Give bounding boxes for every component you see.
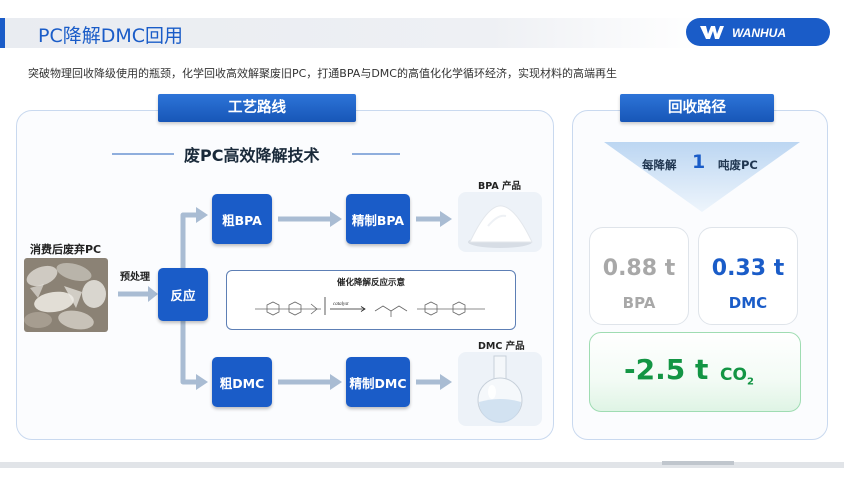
title-line-right — [352, 153, 400, 155]
crude-dmc-box: 粗DMC — [212, 357, 272, 407]
tech-title: 废PC高效降解技术 — [184, 146, 320, 165]
co2-card: -2.5 t CO2 — [589, 332, 801, 412]
bpa-value: 0.88 t — [602, 256, 676, 281]
bpa-product-label: BPA 产品 — [478, 181, 521, 192]
dmc-value: 0.33 t — [711, 256, 785, 281]
arrow-to-crude-dmc — [180, 321, 198, 385]
refined-bpa-box: 精制BPA — [346, 194, 410, 244]
dmc-stat-card: 0.33 t DMC — [698, 227, 798, 325]
bpa-stat-label: BPA — [622, 294, 656, 312]
co2-value: -2.5 t — [624, 353, 709, 386]
reaction-scheme-drawing: catalyst — [255, 297, 485, 317]
refined-dmc-box: 精制DMC — [346, 357, 410, 407]
waste-pc-photo — [24, 258, 108, 332]
process-section-tag: 工艺路线 — [158, 94, 356, 122]
bpa-powder-icon — [468, 205, 533, 248]
reaction-scheme-box: 催化降解反应示意 catalyst — [226, 270, 516, 330]
dmc-product-label: DMC 产品 — [478, 341, 525, 352]
bpa-product-image — [458, 192, 542, 252]
recovery-banner — [604, 142, 800, 212]
banner-prefix: 每降解 — [642, 158, 677, 172]
arrow-to-crude-bpa — [180, 212, 198, 268]
pretreat-label: 预处理 — [120, 272, 150, 283]
footer-accent — [662, 461, 734, 465]
reaction-scheme-title: 催化降解反应示意 — [336, 278, 405, 288]
source-label: 消费后废弃PC — [30, 243, 102, 256]
bpa-stat-card: 0.88 t BPA — [589, 227, 689, 325]
reaction-box: 反应 — [158, 268, 208, 321]
footer-bar — [0, 462, 844, 468]
co2-unit-text: CO — [720, 365, 747, 385]
co2-unit: CO2 — [720, 365, 754, 387]
co2-unit-subscript: 2 — [746, 376, 754, 388]
catalyst-label: catalyst — [333, 302, 349, 307]
title-line-left — [112, 153, 174, 155]
wanhua-logo: WANHUA — [686, 18, 830, 46]
logo-text: WANHUA — [732, 26, 786, 40]
title-bar-background — [0, 18, 700, 48]
dmc-stat-label: DMC — [728, 294, 768, 312]
crude-bpa-box: 粗BPA — [212, 194, 272, 244]
title-accent-bar — [0, 18, 5, 48]
banner-suffix: 吨废PC — [718, 158, 758, 172]
flask-icon — [477, 355, 523, 423]
subtitle-text: 突破物理回收降级使用的瓶颈，化学回收高效解聚废旧PC，打通BPA与DMC的高值化… — [28, 67, 617, 80]
banner-number: 1 — [692, 151, 706, 173]
page-title: PC降解DMC回用 — [38, 25, 184, 47]
recovery-section-tag: 回收路径 — [620, 94, 774, 122]
title-bar: PC降解DMC回用 — [0, 18, 844, 48]
dmc-product-image — [458, 352, 542, 426]
